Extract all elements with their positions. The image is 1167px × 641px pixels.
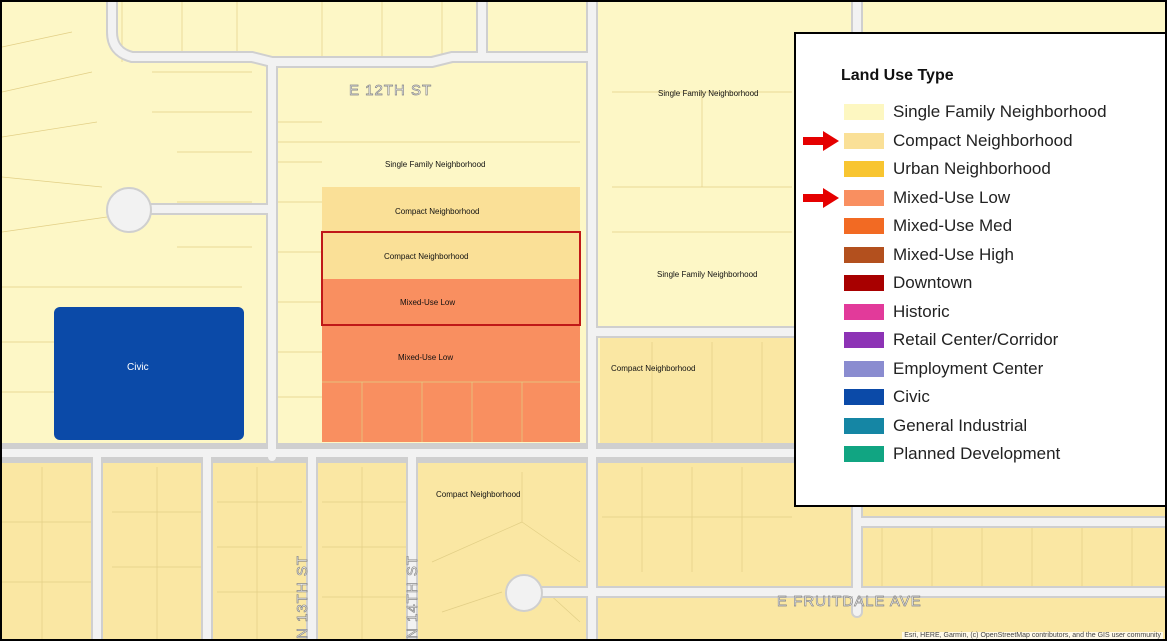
legend-swatch — [844, 446, 884, 462]
legend-item: Mixed-Use High — [844, 244, 1014, 266]
legend-label: Compact Neighborhood — [893, 130, 1073, 150]
legend-item: Retail Center/Corridor — [844, 329, 1058, 351]
legend-swatch — [844, 303, 884, 320]
legend-item: Compact Neighborhood — [844, 130, 1073, 152]
legend-label: Civic — [893, 387, 930, 406]
legend-swatch — [844, 246, 884, 263]
mixed-use-highlighted-parcel[interactable] — [322, 279, 580, 325]
legend-label: Downtown — [893, 273, 973, 292]
compact-highlighted-parcel[interactable] — [322, 232, 580, 279]
parcel-label: Single Family Neighborhood — [657, 270, 758, 279]
legend-label: Single Family Neighborhood — [893, 102, 1107, 121]
street-label-n14th: N 14TH ST — [404, 555, 421, 639]
legend-swatch — [844, 189, 884, 206]
legend-swatch — [844, 275, 884, 291]
legend-item: Downtown — [844, 272, 972, 294]
red-arrow-icon — [803, 130, 839, 151]
legend-swatch — [844, 132, 884, 149]
map-attribution: Esri, HERE, Garmin, (c) OpenStreetMap co… — [902, 632, 1163, 639]
compact-block — [322, 187, 580, 232]
legend-item: Single Family Neighborhood — [844, 101, 1107, 123]
legend-title: Land Use Type — [841, 67, 954, 84]
parcel-lines — [2, 2, 1133, 639]
parcel-label: Compact Neighborhood — [384, 252, 469, 261]
legend-item: General Industrial — [844, 415, 1027, 437]
legend-swatch — [844, 218, 884, 234]
legend-label: Historic — [893, 301, 950, 321]
legend-label: Planned Development — [893, 444, 1061, 463]
street-label-e12th: E 12TH ST — [349, 82, 432, 99]
parcel-label: Single Family Neighborhood — [658, 89, 759, 98]
legend-panel: Land Use Type Single Family Neighborhood… — [794, 32, 1165, 507]
parcel-label: Compact Neighborhood — [611, 364, 696, 373]
parcel-label: Mixed-Use Low — [398, 353, 453, 362]
cul-de-sac-south — [505, 574, 543, 612]
legend-label: Employment Center — [893, 358, 1044, 378]
legend-item: Historic — [844, 301, 950, 323]
legend-swatch — [844, 161, 884, 177]
legend-label: Urban Neighborhood — [893, 159, 1051, 178]
legend-item: Planned Development — [844, 443, 1060, 465]
legend-swatch — [844, 332, 884, 348]
street-label-n13th: N 13TH ST — [294, 555, 311, 639]
legend-label: Mixed-Use High — [893, 244, 1014, 264]
street-label-fruitdale: E FRUITDALE AVE — [777, 593, 922, 610]
legend-label: Mixed-Use Med — [893, 216, 1013, 235]
civic-parcel[interactable] — [54, 307, 244, 440]
parcel-label: Compact Neighborhood — [436, 490, 521, 499]
parcel-label: Compact Neighborhood — [395, 207, 480, 216]
red-arrow-icon — [803, 187, 839, 208]
parcel-label-civic: Civic — [127, 362, 149, 373]
legend-item: Civic — [844, 386, 930, 408]
highlight-outline — [321, 231, 581, 326]
legend-label: General Industrial — [893, 415, 1028, 435]
legend-item: Urban Neighborhood — [844, 158, 1051, 180]
legend-label: Mixed-Use Low — [893, 187, 1011, 207]
compact-area-east — [600, 327, 800, 447]
legend-item: Employment Center — [844, 358, 1043, 380]
parcel-label: Single Family Neighborhood — [385, 160, 486, 169]
legend-swatch — [844, 360, 884, 377]
cul-de-sac-west — [106, 187, 152, 233]
legend-item: Mixed-Use Low — [844, 187, 1010, 209]
legend-label: Retail Center/Corridor — [893, 330, 1059, 349]
legend-swatch — [844, 104, 884, 120]
legend-swatch — [844, 389, 884, 405]
legend-item: Mixed-Use Med — [844, 215, 1012, 237]
mixed-use-lower-block — [322, 325, 580, 442]
legend-swatch — [844, 417, 884, 434]
parcel-label: Mixed-Use Low — [400, 298, 455, 307]
